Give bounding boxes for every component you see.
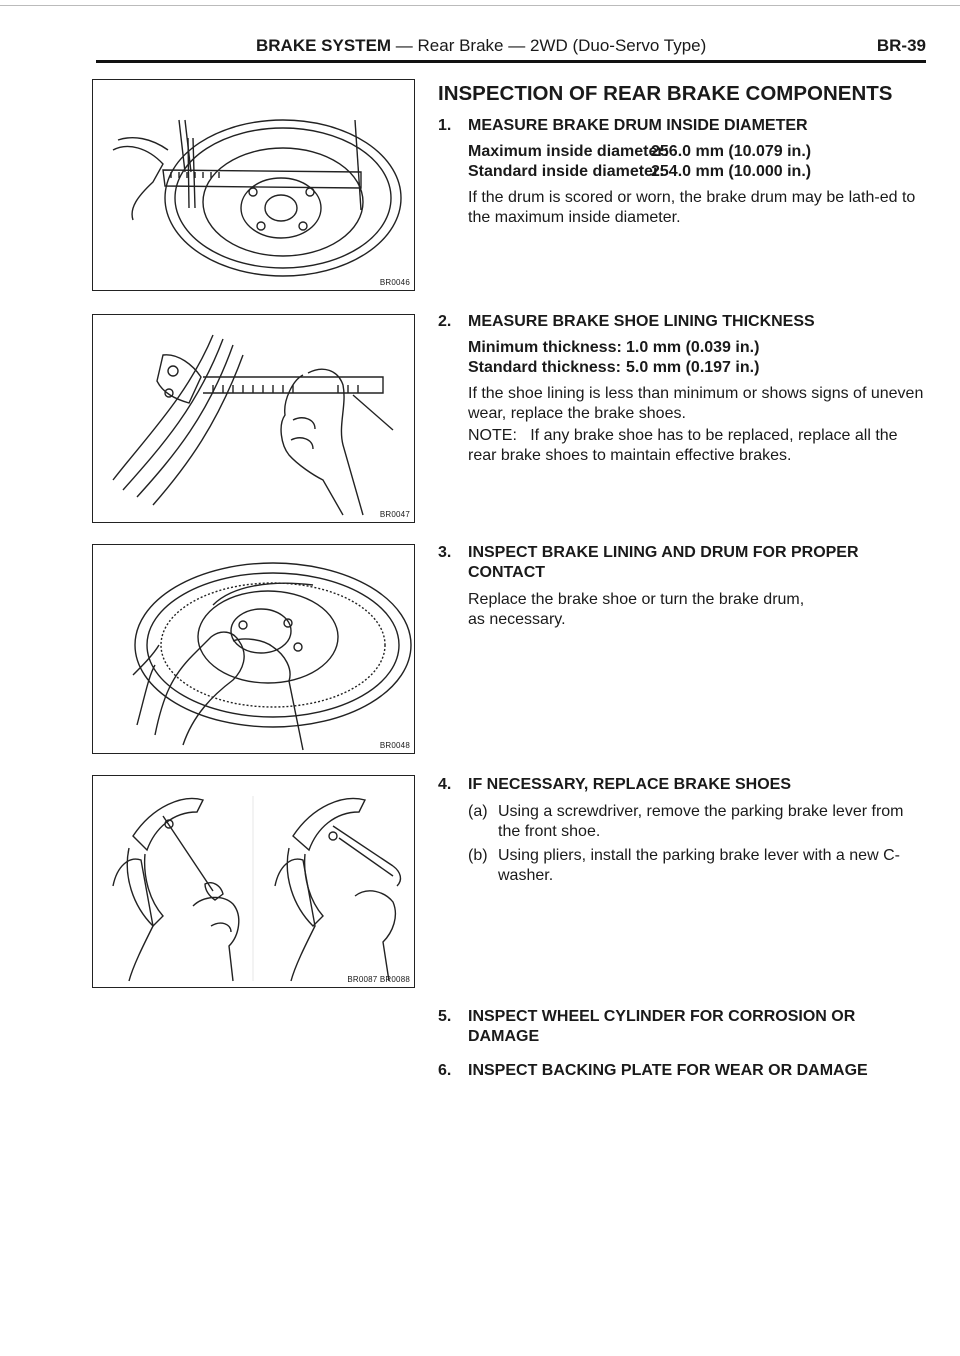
drum-contact-illustration [132,562,412,751]
step-title: MEASURE BRAKE SHOE LINING THICKNESS [468,313,815,330]
spec-label: Standard inside diameter: [468,163,665,180]
step-note: NOTE: If any brake shoe has to be replac… [468,426,928,466]
step-3: 3. INSPECT BRAKE LINING AND DRUM FOR PRO… [438,543,928,633]
step-title: MEASURE BRAKE DRUM INSIDE DIAMETER [468,117,808,134]
step-6: 6. INSPECT BACKING PLATE FOR WEAR OR DAM… [438,1061,928,1085]
main-heading: INSPECTION OF REAR BRAKE COMPONENTS [438,82,893,105]
spec-std-diameter: Standard inside diameter: 254.0 mm (10.0… [468,162,811,182]
shoe-ruler-illustration [112,334,394,516]
step-number: 5. [438,1008,452,1025]
header-subtitle: — Rear Brake — 2WD (Duo-Servo Type) [391,36,707,55]
step-5: 5. INSPECT WHEEL CYLINDER FOR CORROSION … [438,1007,928,1051]
spec-value: 5.0 mm (0.197 in.) [626,359,760,376]
substep-letter: (b) [468,847,488,864]
step-title: INSPECT BACKING PLATE FOR WEAR OR DAMAGE [468,1062,868,1079]
spec-label: Minimum thickness: [468,339,622,356]
shoe-replacement-illustration [112,796,402,982]
step-title: IF NECESSARY, REPLACE BRAKE SHOES [468,776,792,793]
spec-min-thickness: Minimum thickness: 1.0 mm (0.039 in.) [468,338,759,358]
step-1: 1. MEASURE BRAKE DRUM INSIDE DIAMETER Ma… [438,116,928,256]
spec-value: 256.0 mm (10.079 in.) [651,143,812,160]
step-number: 3. [438,544,452,561]
figure-code: BR0087 BR0088 [347,975,410,984]
page-number: BR-39 [876,36,926,55]
note-text: If any brake shoe has to be replaced, re… [468,427,898,464]
page-header: BRAKE SYSTEM — Rear Brake — 2WD (Duo-Ser… [96,34,926,63]
step-2: 2. MEASURE BRAKE SHOE LINING THICKNESS M… [438,312,928,472]
step-title: INSPECT WHEEL CYLINDER FOR CORROSION OR … [468,1008,856,1045]
figure-code: BR0047 [379,510,410,519]
figure-replace-shoes: BR0087 BR0088 [92,775,415,988]
step-number: 1. [438,117,452,134]
header-section: BRAKE SYSTEM [256,36,392,55]
figure-lining-contact: BR0048 [92,544,415,754]
substep-text: Using pliers, install the parking brake … [498,847,900,884]
step-number: 2. [438,313,452,330]
figure-code: BR0046 [379,278,410,287]
spec-std-thickness: Standard thickness: 5.0 mm (0.197 in.) [468,358,759,378]
step-number: 6. [438,1062,452,1079]
scan-top-rule [0,5,960,6]
substep-text: Using a screwdriver, remove the parking … [498,803,904,840]
drum-caliper-illustration [112,119,402,277]
spec-label: Maximum inside diameter: [468,143,669,160]
step-text: If the drum is scored or worn, the brake… [468,189,916,226]
step-title: INSPECT BRAKE LINING AND DRUM FOR PROPER… [468,544,859,581]
step-4: 4. IF NECESSARY, REPLACE BRAKE SHOES (a)… [438,775,928,895]
step-text: Replace the brake shoe or turn the brake… [468,591,805,628]
figure-lining-thickness: BR0047 [92,314,415,523]
substep-letter: (a) [468,803,488,820]
note-label: NOTE: [468,427,517,444]
figure-drum-diameter: BR0046 [92,79,415,291]
spec-value: 1.0 mm (0.039 in.) [626,339,760,356]
spec-value: 254.0 mm (10.000 in.) [651,163,812,180]
spec-max-diameter: Maximum inside diameter: 256.0 mm (10.07… [468,142,811,162]
header-title: BRAKE SYSTEM — Rear Brake — 2WD (Duo-Ser… [256,36,706,56]
step-number: 4. [438,776,452,793]
step-text: If the shoe lining is less than minimum … [468,385,924,422]
spec-label: Standard thickness: [468,359,621,376]
figure-code: BR0048 [379,741,410,750]
